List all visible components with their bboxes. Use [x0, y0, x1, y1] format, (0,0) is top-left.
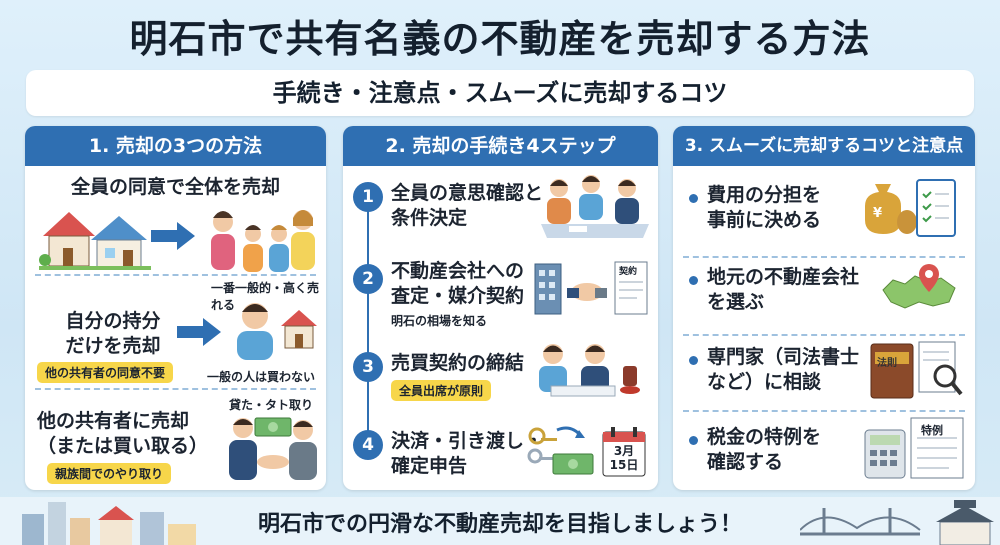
method3-caption: 貸た・タト取り	[229, 398, 314, 412]
panel-tips-heading: 3. スムーズに売却するコツと注意点	[673, 126, 975, 166]
tip4-line1: 税金の特例を	[707, 426, 822, 448]
money-bag-checklist-icon	[859, 176, 959, 238]
method3-tag: 親族間でのやり取り	[47, 463, 172, 484]
step3-line1: 売買契約の締結	[391, 352, 525, 374]
bullet	[689, 356, 698, 365]
method2-tag: 他の共有者の同意不要	[37, 362, 174, 383]
divider	[683, 410, 965, 412]
panel-methods-heading: 1. 売却の3つの方法	[25, 126, 326, 166]
arrow-right-icon	[151, 222, 195, 250]
tip1-line1: 費用の分担を	[707, 184, 822, 206]
contract-doc-label: 契約	[619, 267, 638, 277]
divider	[683, 256, 965, 258]
tip2-line2: を選ぶ	[707, 291, 765, 313]
map-pin-icon	[879, 260, 959, 318]
panel-steps-heading: 2. 売却の手続き4ステップ	[343, 126, 658, 166]
step2-line1: 不動産会社への	[391, 260, 525, 282]
page-title: 明石市で共有名義の不動産を売却する方法	[129, 17, 871, 61]
signing-icon	[531, 340, 651, 400]
step1-number: 1	[353, 182, 383, 212]
panel-tips: 3. スムーズに売却するコツと注意点 費用の分担を 事前に決める ¥ 地元の不動…	[673, 126, 975, 490]
method2-caption: 一般の人は買わない	[207, 370, 316, 384]
subtitle: 手続き・注意点・スムーズに売却するコツ	[26, 70, 974, 116]
step4-line2: 確定申告	[391, 455, 468, 477]
step-timeline	[367, 210, 369, 450]
method3-title-line1: 他の共有者に売却	[37, 410, 190, 432]
calendar-month: 3月	[613, 444, 635, 458]
step1-line2: 条件決定	[391, 207, 468, 229]
tax-doc-label: 特例	[921, 424, 943, 437]
step3-number: 3	[353, 352, 383, 382]
step4-line1: 決済・引き渡し・	[391, 430, 544, 452]
method2-title-line1: 自分の持分	[65, 310, 161, 332]
step2-line2: 査定・媒介契約	[391, 285, 525, 307]
tip4-line2: 確認する	[707, 451, 784, 473]
houses-icon	[39, 202, 151, 272]
calendar-icon	[601, 426, 647, 478]
step2-note: 明石の相場を知る	[391, 314, 488, 328]
handshake-money-icon	[225, 412, 321, 482]
method1-title: 全員の同意で全体を売却	[70, 176, 280, 198]
calendar-date: 3月 15日	[601, 444, 647, 472]
divider	[35, 274, 316, 276]
tip3-line2: など）に相談	[707, 371, 822, 393]
city-buildings-icon	[20, 496, 200, 545]
calendar-day: 15日	[609, 458, 639, 472]
meeting-icon	[539, 174, 651, 240]
bullet	[689, 436, 698, 445]
book-label: 法則	[877, 358, 897, 369]
footer-message: 明石市での円滑な不動産売却を目指しましょう！	[257, 512, 742, 537]
method3-title-line2: （または買い取る）	[37, 435, 209, 457]
tip3-line1: 専門家（司法書士	[707, 346, 860, 368]
bullet	[689, 194, 698, 203]
step4-number: 4	[353, 430, 383, 460]
person-house-icon	[229, 298, 321, 360]
divider	[683, 334, 965, 336]
tip2-line1: 地元の不動産会社	[707, 266, 860, 288]
method1-caption: 一番一般的・高く売れる	[211, 281, 320, 312]
yen-symbol: ¥	[873, 206, 883, 221]
keys-money-icon	[523, 422, 599, 478]
calculator-document-icon	[863, 416, 967, 480]
arrow-right-icon	[177, 318, 221, 346]
bullet	[689, 276, 698, 285]
step3-tag: 全員出席が原則	[391, 380, 492, 401]
bridge-castle-icon	[800, 500, 998, 545]
step1-line1: 全員の意思確認と	[391, 182, 544, 204]
method2-title-line2: だけを売却	[65, 335, 161, 357]
panel-methods: 1. 売却の3つの方法 全員の同意で全体を売却 一番一般的・	[25, 126, 326, 490]
family-icon	[203, 200, 321, 276]
panel-steps: 2. 売却の手続き4ステップ 1 全員の意思確認と 条件決定 2 不動産会社への…	[343, 126, 658, 490]
building-contract-icon	[533, 260, 651, 316]
law-book-magnifier-icon	[869, 338, 965, 400]
tip1-line2: 事前に決める	[707, 209, 822, 231]
divider	[35, 388, 316, 390]
footer-band	[0, 497, 1000, 545]
step2-number: 2	[353, 264, 383, 294]
